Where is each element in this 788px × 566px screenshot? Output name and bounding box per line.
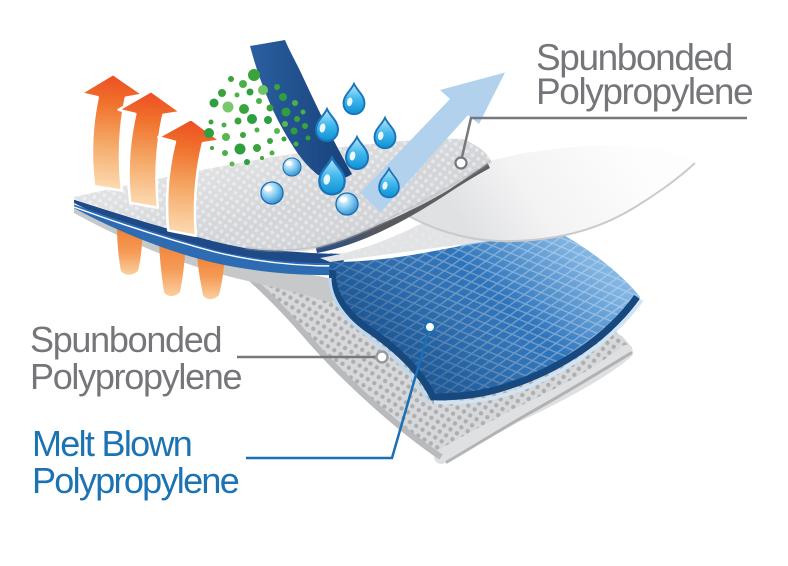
svg-text:Spunbonded: Spunbonded: [536, 37, 732, 78]
svg-text:Polypropylene: Polypropylene: [32, 460, 239, 501]
svg-text:Polypropylene: Polypropylene: [536, 71, 752, 112]
svg-text:Melt Blown: Melt Blown: [32, 423, 191, 464]
svg-text:Spunbonded: Spunbonded: [30, 319, 221, 360]
svg-text:Polypropylene: Polypropylene: [30, 356, 242, 397]
